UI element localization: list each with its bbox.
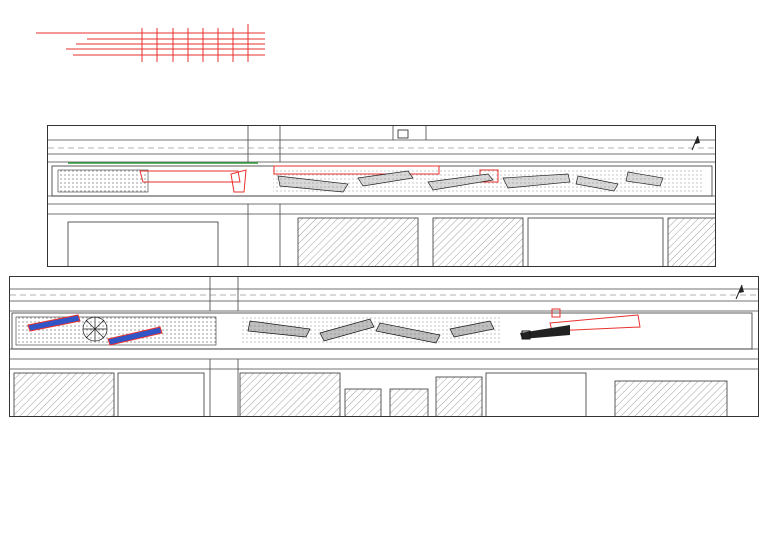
planted-area-left — [57, 169, 149, 193]
small-square — [521, 330, 531, 340]
cross-street — [247, 126, 427, 266]
dark-wedge — [520, 325, 570, 339]
north-arrow-icon — [691, 135, 700, 151]
buildings — [67, 217, 715, 266]
buildings-lower — [13, 372, 728, 416]
blue-highlights — [27, 314, 163, 346]
textured-paving-lower — [240, 317, 500, 345]
lower-plan-drawing — [10, 277, 758, 416]
upper-plan-drawing — [48, 126, 715, 266]
roundabout-feature — [82, 316, 108, 342]
lower-street-plan — [9, 276, 759, 417]
kiosk — [397, 129, 409, 139]
textured-paving — [273, 170, 703, 192]
title-block — [36, 24, 265, 62]
north-arrow-icon — [735, 284, 744, 300]
upper-street-plan — [47, 125, 716, 267]
title-grid-columns — [141, 24, 249, 62]
cross-street-lower — [209, 277, 239, 416]
median-lower — [11, 312, 753, 350]
